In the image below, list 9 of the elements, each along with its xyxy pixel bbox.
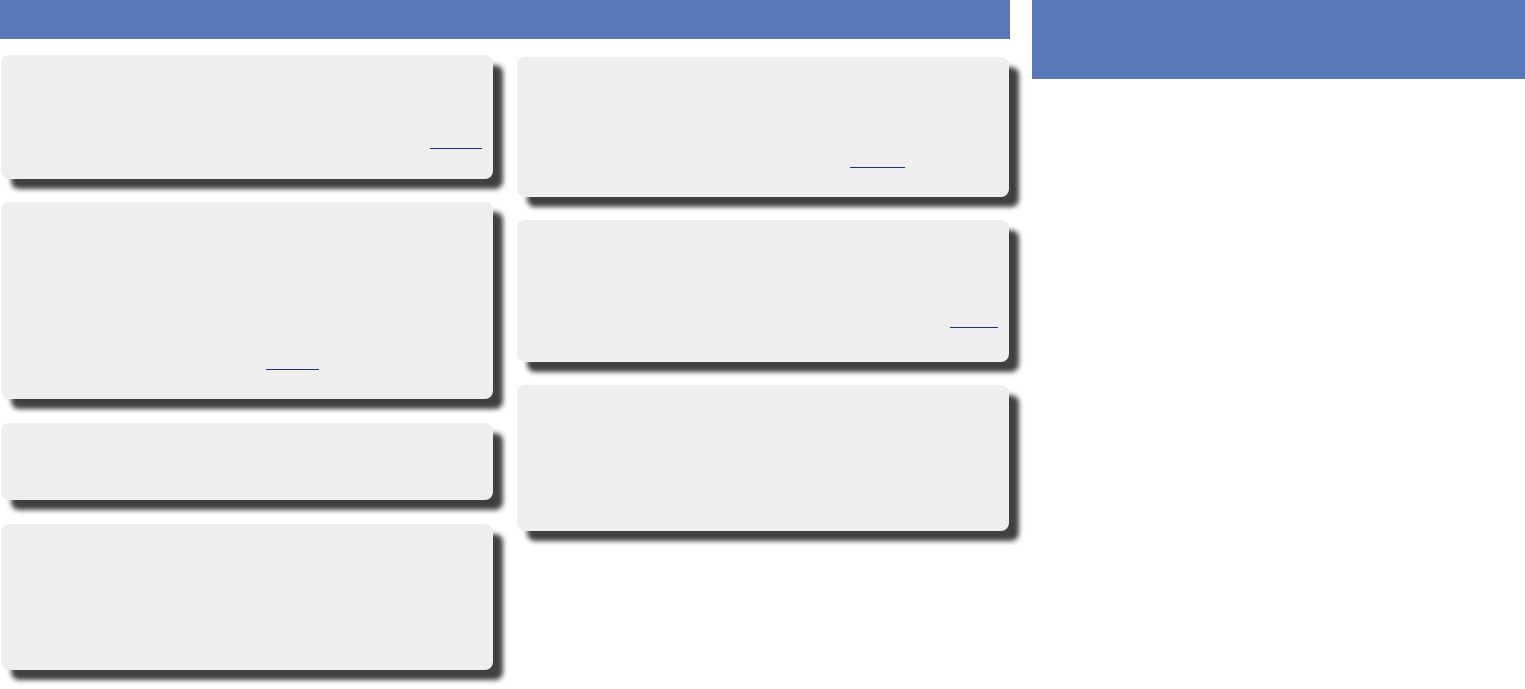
content-card [517,220,1009,362]
header-band [0,0,1010,39]
content-card [1,55,493,179]
content-card [517,385,1009,531]
content-card [1,524,493,670]
content-card [1,423,493,500]
content-card [1,202,493,399]
content-card [517,57,1009,197]
header-band [1032,0,1525,79]
